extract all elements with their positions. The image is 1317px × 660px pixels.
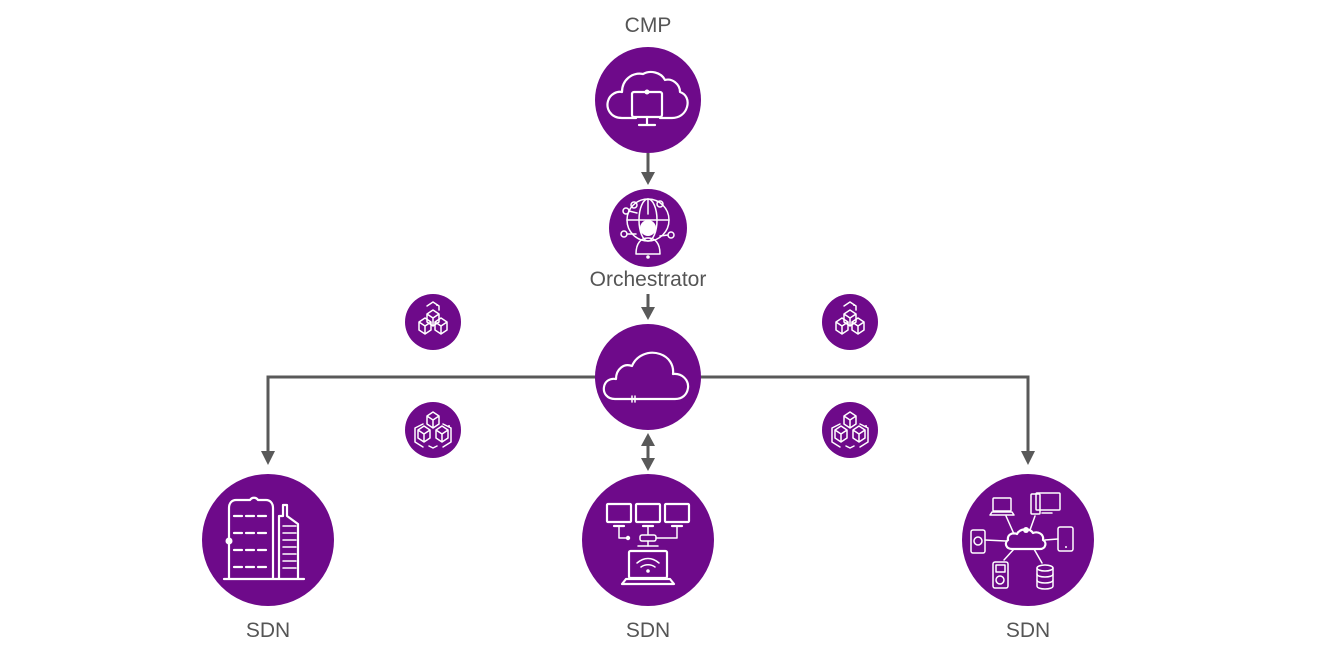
sdn-right-circle: [962, 474, 1094, 606]
arrowhead-up-cloud: [641, 433, 655, 446]
cloud-icon: [602, 351, 690, 403]
node-cmp: CMP: [595, 14, 701, 153]
orchestrator-label: Orchestrator: [590, 268, 707, 291]
node-sdn-right: SDN: [962, 474, 1094, 642]
cmp-circle: [595, 47, 701, 153]
sdn-left-circle: [202, 474, 334, 606]
sdn-left-label: SDN: [246, 619, 290, 642]
sdn-center-label: SDN: [626, 619, 670, 642]
container-circle: [822, 402, 878, 458]
networked-computers-wifi-icon: [605, 502, 691, 586]
cloud-circle: [595, 324, 701, 430]
data-center-building-icon: [222, 496, 306, 581]
sdn-right-label: SDN: [1006, 619, 1050, 642]
edge-cloud-sdn-left: [266, 375, 596, 455]
connectors: [261, 153, 1035, 471]
arrowhead-orchestrator: [641, 172, 655, 185]
node-container-top-left: [405, 294, 461, 350]
cubes-cluster-icon: [414, 411, 452, 449]
node-container-top-right: [822, 294, 878, 350]
node-container-bottom-right: [822, 402, 878, 458]
edge-cloud-sdn-right: [700, 375, 1030, 455]
cubes-stack-icon: [835, 301, 865, 335]
node-orchestrator: Orchestrator: [590, 189, 707, 291]
sdn-center-circle: [582, 474, 714, 606]
node-sdn-left: SDN: [202, 474, 334, 642]
node-cloud: [595, 324, 701, 430]
node-container-bottom-left: [405, 402, 461, 458]
arrowhead-sdn-right: [1021, 451, 1035, 465]
arrowhead-down-sdn-center: [641, 458, 655, 471]
cubes-cluster-icon: [831, 411, 869, 449]
cmp-label: CMP: [625, 14, 672, 37]
cloud-devices-network-icon: [970, 492, 1074, 590]
arrowhead-cloud: [641, 307, 655, 320]
cloud-monitor-icon: [606, 70, 689, 127]
cubes-stack-icon: [418, 301, 448, 335]
globe-user-network-icon: [620, 198, 675, 259]
arrowhead-sdn-left: [261, 451, 275, 465]
container-circle: [405, 402, 461, 458]
node-sdn-center: SDN: [582, 474, 714, 642]
